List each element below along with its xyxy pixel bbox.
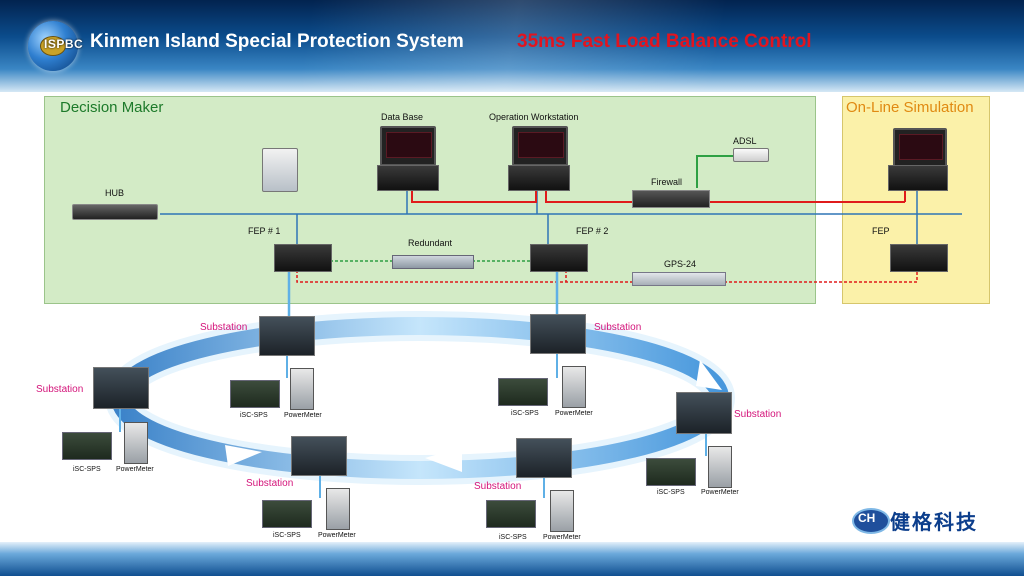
monitor-screen bbox=[386, 132, 432, 158]
isc-sps-icon[interactable] bbox=[486, 500, 536, 528]
isc-sps-icon[interactable] bbox=[646, 458, 696, 486]
monitor-screen bbox=[518, 132, 564, 158]
substation-label: Substation bbox=[36, 384, 84, 395]
power-meter-label: PowerMeter bbox=[116, 466, 154, 473]
adsl-label: ADSL bbox=[733, 136, 757, 146]
substation-controller-icon[interactable] bbox=[530, 314, 586, 354]
substation-label: Substation bbox=[734, 409, 782, 420]
gps-link bbox=[296, 270, 632, 283]
isc-sps-icon[interactable] bbox=[498, 378, 548, 406]
power-meter-icon[interactable] bbox=[562, 366, 586, 408]
simulation-server-icon[interactable] bbox=[888, 165, 948, 191]
printer-icon[interactable] bbox=[262, 148, 298, 192]
logo-text: ISPBC bbox=[44, 37, 84, 51]
fep2-label: FEP # 2 bbox=[576, 226, 609, 236]
isc-sps-label: iSC-SPS bbox=[73, 466, 101, 473]
substation-ring bbox=[111, 317, 729, 479]
hub-icon[interactable] bbox=[72, 204, 158, 220]
page-title-accent: 35ms Fast Load Balance Control bbox=[517, 31, 812, 52]
power-meter-label: PowerMeter bbox=[284, 412, 322, 419]
substation-controller-icon[interactable] bbox=[291, 436, 347, 476]
fep2-server-icon[interactable] bbox=[530, 244, 588, 272]
redundant-switch-icon[interactable] bbox=[392, 255, 474, 269]
simulation-monitor-icon[interactable] bbox=[893, 128, 947, 168]
fep1-label: FEP # 1 bbox=[248, 226, 281, 236]
red-link bbox=[411, 188, 537, 203]
header-light-streak bbox=[0, 0, 1024, 92]
company-name: 健格科技 bbox=[890, 510, 978, 534]
hub-label: HUB bbox=[105, 188, 125, 198]
company-logo-text: CH bbox=[858, 511, 876, 525]
monitor-screen bbox=[899, 134, 943, 160]
page-title: Kinmen Island Special Protection System bbox=[90, 31, 464, 52]
operation-workstation-label: Operation Workstation bbox=[489, 112, 579, 122]
substation-controller-icon[interactable] bbox=[93, 367, 149, 409]
power-meter-icon[interactable] bbox=[290, 368, 314, 410]
isc-sps-label: iSC-SPS bbox=[499, 534, 527, 541]
gps-label: GPS-24 bbox=[664, 259, 697, 269]
workstation-server-icon[interactable] bbox=[508, 165, 570, 191]
company-logo-icon bbox=[852, 508, 890, 534]
isc-sps-label: iSC-SPS bbox=[240, 412, 268, 419]
substation-controller-icon[interactable] bbox=[516, 438, 572, 478]
footer-banner bbox=[0, 542, 1024, 576]
power-meter-label: PowerMeter bbox=[318, 532, 356, 539]
ring-arrow-right-icon bbox=[225, 445, 262, 466]
ring-arrow-up-icon bbox=[696, 360, 722, 390]
firewall-label: Firewall bbox=[651, 177, 683, 187]
workstation-monitor-icon[interactable] bbox=[512, 126, 568, 166]
power-meter-icon[interactable] bbox=[326, 488, 350, 530]
power-meter-label: PowerMeter bbox=[701, 489, 739, 496]
substation-label: Substation bbox=[594, 322, 642, 333]
isc-sps-icon[interactable] bbox=[262, 500, 312, 528]
gps-receiver-icon[interactable] bbox=[632, 272, 726, 286]
substation-label: Substation bbox=[200, 322, 248, 333]
isc-sps-icon[interactable] bbox=[62, 432, 112, 460]
database-monitor-icon[interactable] bbox=[380, 126, 436, 166]
database-server-icon[interactable] bbox=[377, 165, 439, 191]
green-link bbox=[696, 155, 736, 188]
substation-controller-icon[interactable] bbox=[676, 392, 732, 434]
decision-maker-title: Decision Maker bbox=[60, 99, 164, 116]
header-banner bbox=[0, 0, 1024, 92]
online-simulation-title: On-Line Simulation bbox=[846, 99, 974, 116]
isc-sps-label: iSC-SPS bbox=[511, 410, 539, 417]
ispbc-badge-icon bbox=[40, 36, 66, 56]
power-meter-icon[interactable] bbox=[708, 446, 732, 488]
ring-arrow-left-icon bbox=[425, 447, 462, 472]
red-link bbox=[545, 188, 632, 203]
isc-sps-label: iSC-SPS bbox=[273, 532, 301, 539]
substation-controller-icon[interactable] bbox=[259, 316, 315, 356]
substation-label: Substation bbox=[246, 478, 294, 489]
power-meter-label: PowerMeter bbox=[555, 410, 593, 417]
isc-sps-label: iSC-SPS bbox=[657, 489, 685, 496]
isc-sps-icon[interactable] bbox=[230, 380, 280, 408]
redundant-label: Redundant bbox=[408, 238, 453, 248]
power-meter-label: PowerMeter bbox=[543, 534, 581, 541]
adsl-modem-icon[interactable] bbox=[733, 148, 769, 162]
substation-label: Substation bbox=[474, 481, 522, 492]
database-label: Data Base bbox=[381, 112, 424, 122]
power-meter-icon[interactable] bbox=[124, 422, 148, 464]
simulation-fep-label: FEP bbox=[872, 226, 890, 236]
simulation-fep-icon[interactable] bbox=[890, 244, 948, 272]
firewall-icon[interactable] bbox=[632, 190, 710, 208]
power-meter-icon[interactable] bbox=[550, 490, 574, 532]
fep1-server-icon[interactable] bbox=[274, 244, 332, 272]
gps-link bbox=[724, 270, 918, 283]
